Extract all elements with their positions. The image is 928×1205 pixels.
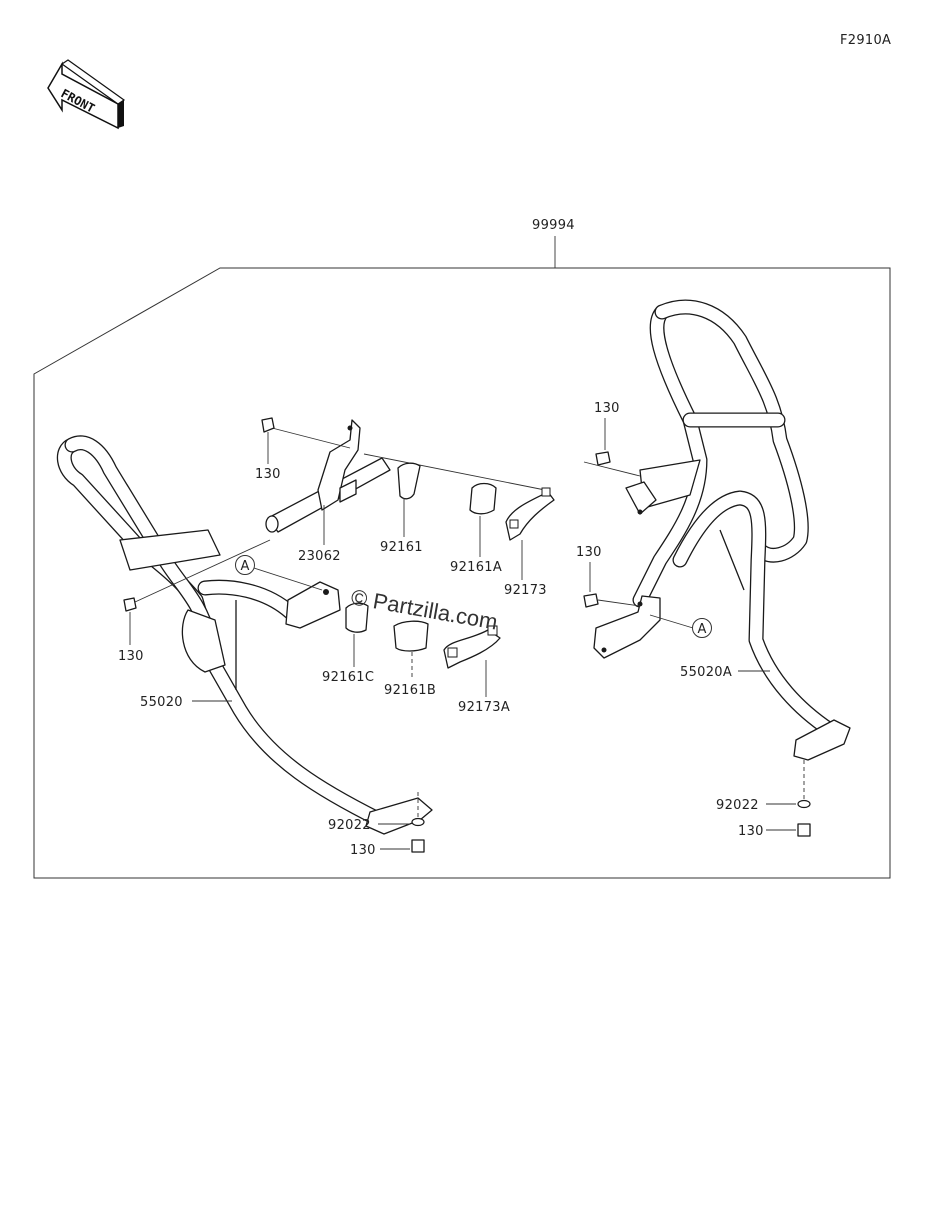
reference-marker-right: A — [649, 614, 712, 638]
pad-92161 — [397, 462, 421, 500]
bolt-icon — [595, 451, 611, 466]
callout-130-left: 130 — [118, 649, 144, 664]
reference-marker-left: A — [235, 555, 323, 591]
pad-92161c — [345, 602, 369, 633]
bolt-icon — [797, 823, 811, 837]
callout-92161a: 92161A — [450, 560, 502, 575]
bolt-icon — [411, 839, 425, 853]
callout-92161: 92161 — [380, 540, 423, 555]
svg-text:A: A — [241, 559, 250, 574]
guard-55020 — [56, 435, 433, 835]
callout-92022-left: 92022 — [328, 818, 371, 833]
bolt-icon — [261, 417, 275, 433]
callout-92173: 92173 — [504, 583, 547, 598]
assembly-label: 99994 — [532, 218, 575, 233]
callout-130-right-upper: 130 — [594, 401, 620, 416]
pad-92161a — [469, 482, 497, 515]
pad-92161b — [393, 620, 429, 652]
callout-55020: 55020 — [140, 695, 183, 710]
callout-92161b: 92161B — [384, 683, 436, 698]
diagram-code: F2910A — [840, 33, 891, 48]
callout-92161c: 92161C — [322, 670, 374, 685]
callout-92022-right: 92022 — [716, 798, 759, 813]
washer-icon — [797, 799, 811, 809]
callout-130-bottom-right: 130 — [738, 824, 764, 839]
callout-92173a: 92173A — [458, 700, 510, 715]
bolt-icon — [123, 597, 137, 612]
guard-55020a — [625, 299, 851, 761]
callout-55020a: 55020A — [680, 665, 732, 680]
right-mount-bracket — [593, 595, 661, 659]
callout-130-right-mid: 130 — [576, 545, 602, 560]
clamp-92173 — [505, 487, 555, 541]
washer-icon — [411, 817, 425, 827]
callout-130-bottom-left: 130 — [350, 843, 376, 858]
front-arrow-icon: FRONT — [47, 59, 126, 130]
clamp-92173a — [443, 625, 501, 669]
assembly-frame — [33, 267, 891, 879]
callout-23062: 23062 — [298, 549, 341, 564]
bar-23062 — [265, 419, 391, 533]
bolt-icon — [583, 593, 599, 608]
callout-130-upper-left: 130 — [255, 467, 281, 482]
left-mount-bracket — [285, 581, 341, 629]
svg-text:A: A — [698, 622, 707, 637]
